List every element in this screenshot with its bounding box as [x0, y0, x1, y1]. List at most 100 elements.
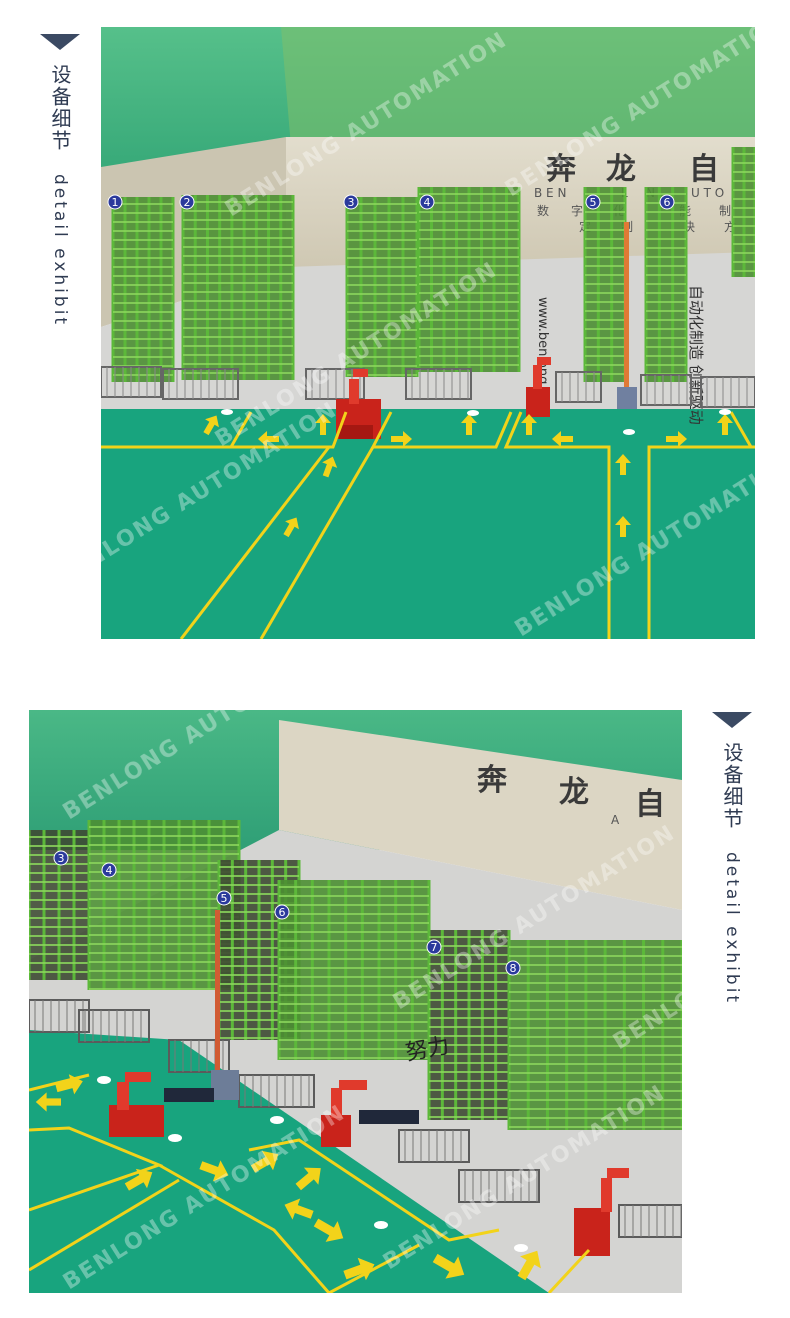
- floor-light: [514, 1244, 528, 1252]
- rack-post: [159, 197, 163, 382]
- arrow-shape: [615, 454, 631, 475]
- rack-rung: [429, 1053, 509, 1055]
- rack-rung: [347, 365, 417, 367]
- rack-number-badge: [426, 939, 442, 955]
- rack-rung: [89, 943, 239, 945]
- arrow-shape: [35, 1092, 61, 1112]
- rack-rung: [347, 356, 417, 358]
- rack-post: [507, 940, 511, 1130]
- sign-char: 奔: [546, 152, 577, 187]
- rack-rung: [89, 934, 239, 936]
- rack-rung: [733, 189, 755, 191]
- rack-rung: [646, 283, 686, 285]
- rack-post: [731, 147, 735, 277]
- conveyors: [101, 366, 755, 408]
- rack-rung: [646, 238, 686, 240]
- rack-rung: [113, 329, 173, 331]
- rack-number-tag: 6: [659, 194, 675, 210]
- rack-rung: [733, 171, 755, 173]
- rack-rung: [585, 229, 625, 231]
- triangle-marker-icon: [712, 712, 752, 728]
- rack-rung: [733, 225, 755, 227]
- rack-number-tag: 5: [585, 194, 601, 210]
- rack-rung: [219, 965, 299, 967]
- direction-arrow-icon: [203, 415, 219, 436]
- rack-rung: [585, 247, 625, 249]
- conveyor: [405, 368, 472, 400]
- rack-rung: [113, 293, 173, 295]
- rack-rung: [419, 247, 519, 249]
- rack-body: [509, 940, 682, 1130]
- direction-arrow-icon: [343, 1257, 375, 1281]
- rack-post: [117, 820, 121, 990]
- rack-rung: [733, 153, 755, 155]
- direction-arrow-icon: [258, 431, 279, 447]
- rack-rung: [429, 990, 509, 992]
- rack-body: [113, 197, 173, 382]
- rack-rung: [733, 198, 755, 200]
- rack-rung: [646, 229, 686, 231]
- rack-post: [455, 187, 458, 372]
- arrow-shape: [295, 1167, 321, 1191]
- rack-post: [267, 195, 271, 380]
- rack-post: [257, 860, 261, 1040]
- ceiling-light: [281, 27, 755, 147]
- sign-char: 奔: [477, 763, 508, 798]
- rack-rung: [29, 881, 89, 883]
- rack-rung: [29, 962, 89, 964]
- rack-rung: [646, 346, 686, 348]
- rack-rung: [183, 264, 293, 266]
- rack-number: 3: [348, 196, 355, 209]
- rack-number-tag: 6: [274, 904, 290, 920]
- rack-rung: [279, 967, 429, 969]
- rack-rung: [113, 230, 173, 232]
- rack-rung: [89, 835, 239, 837]
- rack-rung: [419, 328, 519, 330]
- rack-number: 1: [112, 196, 119, 209]
- floor-light: [221, 409, 233, 415]
- rack-rung: [113, 257, 173, 259]
- direction-arrow-icon: [313, 1218, 344, 1242]
- rack-post: [147, 820, 151, 990]
- rack-rung: [585, 220, 625, 222]
- rack-rung: [646, 364, 686, 366]
- rack-rung: [219, 875, 299, 877]
- rack-rung: [509, 973, 682, 975]
- rack-rung: [509, 1081, 682, 1083]
- rack-rung: [183, 273, 293, 275]
- direction-arrow-icon: [315, 414, 331, 435]
- rack-rung: [646, 247, 686, 249]
- green-floor: [29, 1030, 549, 1293]
- rack-rung: [89, 898, 239, 900]
- rack-rung: [89, 979, 239, 981]
- arrow-shape: [258, 431, 279, 447]
- rack-rung: [419, 256, 519, 258]
- rack-post: [277, 880, 281, 1060]
- rack-rung: [509, 964, 682, 966]
- sign-latin: A: [611, 813, 620, 827]
- rack-rung: [279, 976, 429, 978]
- rack-post: [742, 147, 746, 277]
- rack-rung: [646, 193, 686, 195]
- rack-rung: [419, 310, 519, 312]
- rack-post: [442, 187, 446, 372]
- rack-number-tag: 2: [179, 194, 195, 210]
- rack-rung: [419, 229, 519, 231]
- rack-rung: [509, 1018, 682, 1020]
- rack-rung: [419, 265, 519, 267]
- rack-rung: [509, 1117, 682, 1119]
- rack-rung: [585, 265, 625, 267]
- rack-rung: [585, 310, 625, 312]
- arrow-shape: [552, 431, 573, 447]
- arrow-shape: [717, 414, 733, 435]
- rack-rung: [429, 972, 509, 974]
- rack-number-badge: [505, 960, 521, 976]
- rack-rung: [646, 265, 686, 267]
- rack-number-tag: 3: [53, 850, 69, 866]
- rack-rung: [89, 925, 239, 927]
- rack-rung: [183, 282, 293, 284]
- rack-post: [177, 820, 181, 990]
- direction-arrow-icon: [199, 1160, 229, 1182]
- rack-rung: [419, 355, 519, 357]
